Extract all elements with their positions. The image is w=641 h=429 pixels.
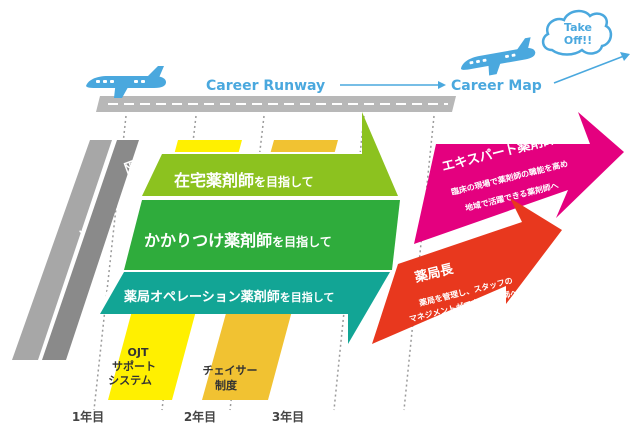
path-operations-suffix: を目指して xyxy=(280,290,335,304)
ojt-line2: サポート xyxy=(112,359,156,373)
path-band-family-pharmacist xyxy=(124,200,400,270)
path-band-operations xyxy=(100,272,390,344)
takeoff-text-line2: Off!! xyxy=(564,34,592,47)
year-label-3: 3年目 xyxy=(272,409,304,424)
chaser-line1: チェイサー xyxy=(203,364,258,377)
plane-icon xyxy=(457,36,538,81)
ojt-line3: システム xyxy=(108,374,152,387)
chaser-line2: 制度 xyxy=(215,378,238,392)
year-label-1: 1年目 xyxy=(72,409,104,424)
year-label-2: 2年目 xyxy=(184,409,216,424)
path-family-suffix: を目指して xyxy=(272,234,332,249)
career-map-label: Career Map xyxy=(451,78,542,94)
takeoff-bubble: Take Off!! xyxy=(541,9,613,56)
runway xyxy=(96,96,456,112)
path-family-text: かかりつけ薬剤師を目指して xyxy=(144,231,332,250)
career-runway-label: Career Runway xyxy=(206,78,325,94)
path-home-care-suffix: を目指して xyxy=(254,174,314,189)
path-home-care-main: 在宅薬剤師 xyxy=(174,171,254,190)
ojt-line1: OJT xyxy=(128,346,149,359)
path-operations-main: 薬局オペレーション薬剤師 xyxy=(123,289,280,305)
takeoff-text-line1: Take xyxy=(564,21,592,34)
arrow-up-right-icon xyxy=(553,52,630,84)
path-family-main: かかりつけ薬剤師 xyxy=(144,231,272,250)
arrow-right-icon xyxy=(340,81,446,89)
path-band-home-care xyxy=(142,112,398,196)
path-home-care-text: 在宅薬剤師を目指して xyxy=(174,171,314,190)
career-paths-arrow xyxy=(100,112,400,344)
path-operations-text: 薬局オペレーション薬剤師を目指して xyxy=(123,289,334,305)
plane-icon xyxy=(86,66,166,98)
